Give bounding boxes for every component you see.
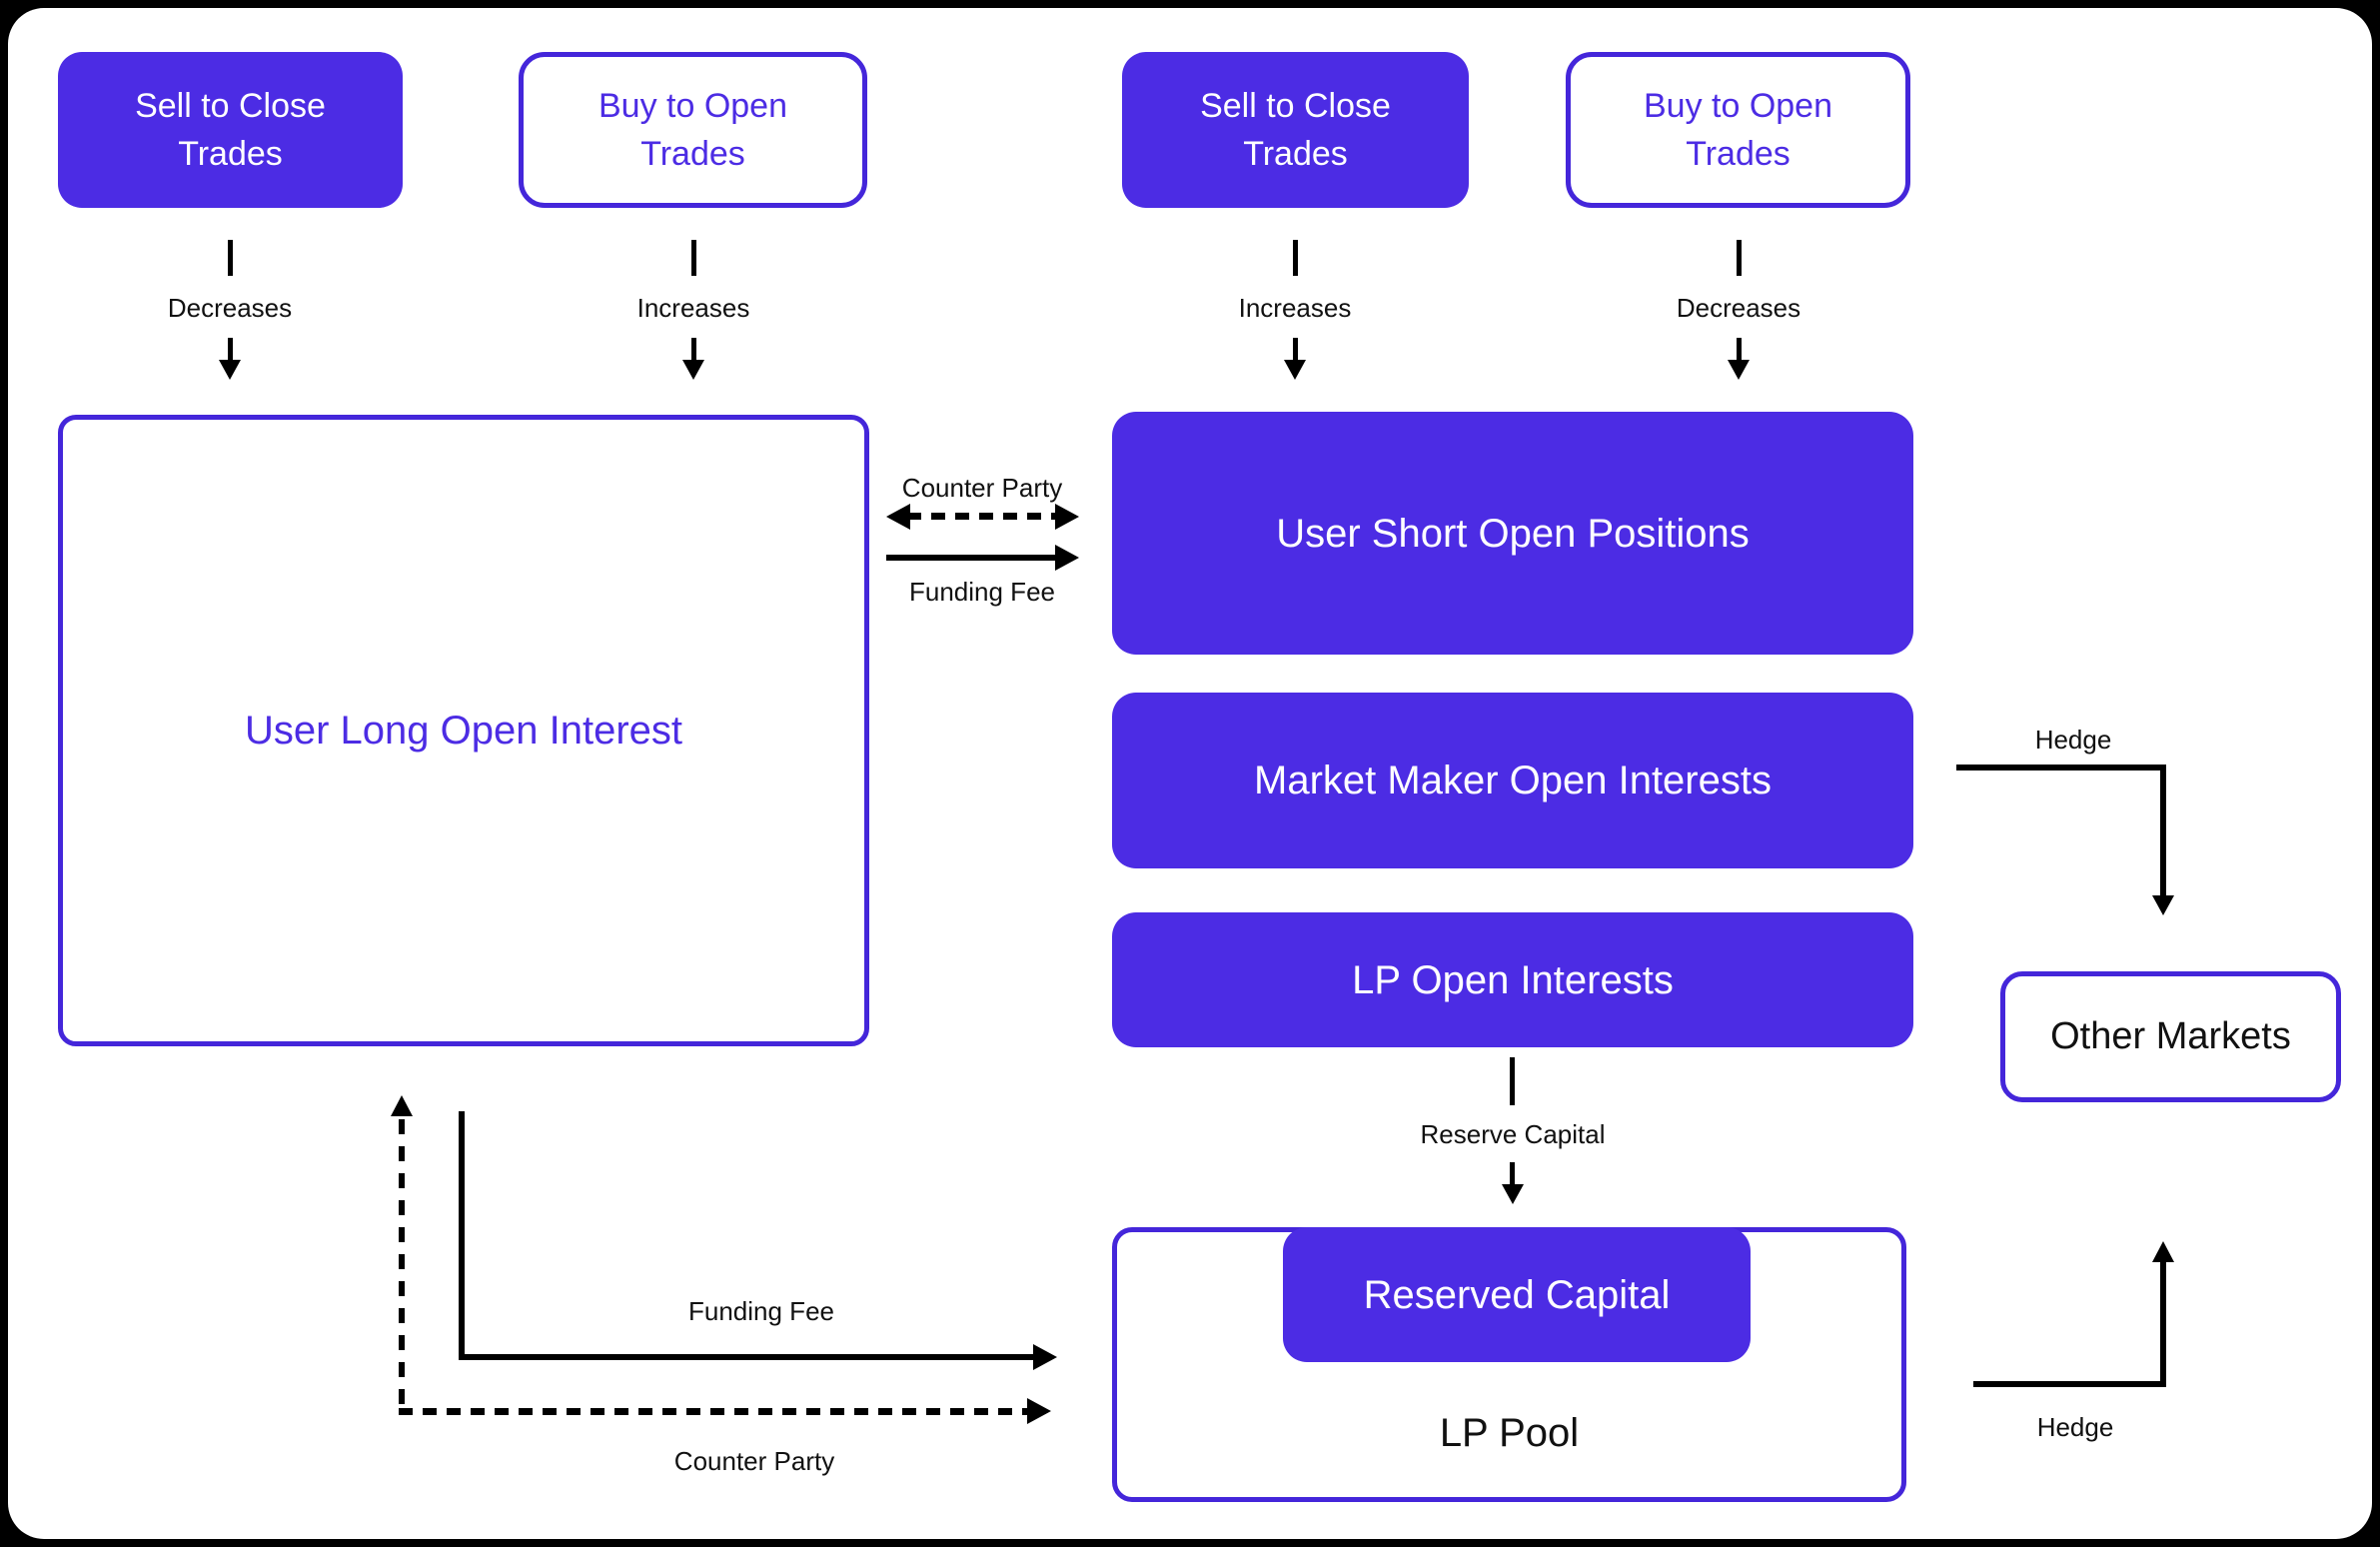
node-label: LP Open Interests xyxy=(1352,954,1674,1006)
node-user-long-open-interest: User Long Open Interest xyxy=(58,415,869,1046)
flow-label-decreases-2: Decreases xyxy=(1589,292,1888,324)
node-label: Buy to Open Trades xyxy=(1644,82,1832,178)
flow-label-decreases-1: Decreases xyxy=(80,292,380,324)
node-label: Sell to Close Trades xyxy=(1200,82,1391,178)
down-arrow-icon xyxy=(2152,895,2174,915)
funding-fee-label: Funding Fee xyxy=(832,576,1132,608)
node-label: Reserved Capital xyxy=(1364,1269,1671,1321)
reserve-capital-label: Reserve Capital xyxy=(1363,1118,1663,1150)
right-arrow-icon xyxy=(1055,504,1079,530)
node-buy-to-open-right: Buy to Open Trades xyxy=(1566,52,1910,208)
node-market-maker-open-interests: Market Maker Open Interests xyxy=(1112,693,1913,868)
arrow-shaft xyxy=(1510,1162,1515,1186)
arrow-shaft xyxy=(228,338,233,362)
hedge-top-vline xyxy=(2160,765,2166,897)
node-label: Buy to Open Trades xyxy=(598,82,787,178)
right-arrow-icon xyxy=(1033,1344,1057,1370)
up-arrow-icon xyxy=(2152,1241,2174,1262)
funding-fee-vline xyxy=(459,1111,465,1360)
hedge-bottom-hline xyxy=(1973,1381,2166,1387)
hedge-top-label: Hedge xyxy=(1973,724,2173,756)
funding-fee-arrow-line xyxy=(886,555,1058,561)
node-label: Other Markets xyxy=(2050,1015,2291,1058)
node-sell-to-close-left: Sell to Close Trades xyxy=(58,52,403,208)
hedge-top-hline xyxy=(1956,765,2166,771)
arrow-shaft xyxy=(1737,338,1742,362)
counter-party-bottom-label: Counter Party xyxy=(604,1445,904,1477)
right-arrow-icon xyxy=(1027,1398,1051,1424)
node-label: Sell to Close Trades xyxy=(135,82,326,178)
node-reserved-capital: Reserved Capital xyxy=(1283,1227,1751,1362)
left-arrow-icon xyxy=(886,504,910,530)
arrow-shaft xyxy=(1293,338,1298,362)
connector-line xyxy=(228,240,233,276)
node-label: User Long Open Interest xyxy=(245,705,682,757)
connector-line xyxy=(691,240,696,276)
node-lp-open-interests: LP Open Interests xyxy=(1112,912,1913,1047)
connector-line xyxy=(1510,1057,1515,1105)
node-label: Market Maker Open Interests xyxy=(1254,755,1772,806)
down-arrow-icon xyxy=(682,360,704,380)
lp-pool-label: LP Pool xyxy=(1112,1407,1906,1459)
counter-party-dashed-vline xyxy=(399,1119,405,1414)
hedge-bottom-label: Hedge xyxy=(1975,1411,2175,1443)
funding-fee-bottom-label: Funding Fee xyxy=(611,1295,911,1327)
hedge-bottom-vline xyxy=(2160,1261,2166,1387)
flow-label-increases-2: Increases xyxy=(1145,292,1445,324)
right-arrow-icon xyxy=(1055,545,1079,571)
node-user-short-open-positions: User Short Open Positions xyxy=(1112,412,1913,655)
dashed-double-arrow xyxy=(907,513,1059,520)
flow-label-increases-1: Increases xyxy=(544,292,843,324)
down-arrow-icon xyxy=(1728,360,1750,380)
counter-party-dashed-hline xyxy=(399,1408,1030,1415)
connector-line xyxy=(1737,240,1742,276)
connector-line xyxy=(1293,240,1298,276)
up-arrow-icon xyxy=(391,1095,413,1116)
node-label: User Short Open Positions xyxy=(1276,508,1750,560)
funding-fee-hline xyxy=(459,1354,1036,1360)
down-arrow-icon xyxy=(219,360,241,380)
node-other-markets: Other Markets xyxy=(2000,971,2341,1102)
counter-party-label: Counter Party xyxy=(832,472,1132,504)
node-sell-to-close-right: Sell to Close Trades xyxy=(1122,52,1469,208)
node-buy-to-open-left: Buy to Open Trades xyxy=(519,52,867,208)
down-arrow-icon xyxy=(1502,1184,1524,1204)
arrow-shaft xyxy=(691,338,696,362)
down-arrow-icon xyxy=(1284,360,1306,380)
